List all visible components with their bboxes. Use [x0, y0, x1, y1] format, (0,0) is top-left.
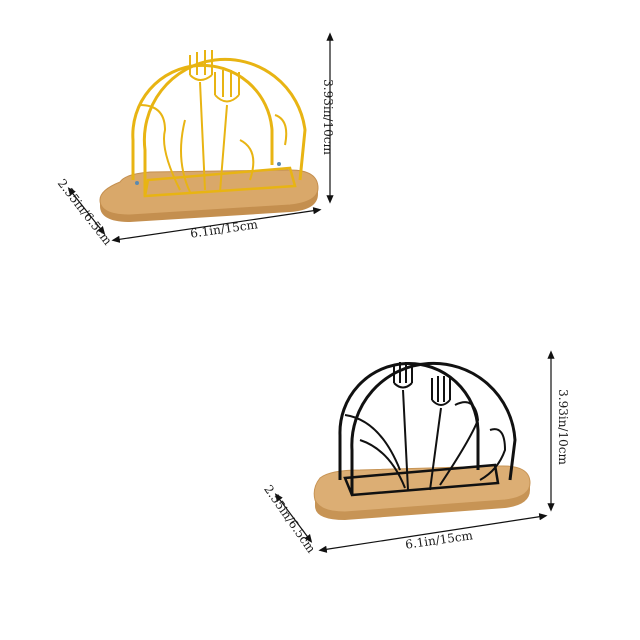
depth-arrow-gold: [67, 187, 106, 235]
height-label-gold: 3.93in/10cm: [320, 79, 335, 155]
height-label-black: 3.93in/10cm: [555, 389, 570, 465]
black-napkin-holder: [313, 361, 531, 520]
length-arrow-gold: [111, 207, 322, 243]
depth-arrow-black: [274, 493, 313, 543]
gold-napkin-holder: [99, 50, 319, 222]
length-arrow-black: [318, 513, 548, 553]
